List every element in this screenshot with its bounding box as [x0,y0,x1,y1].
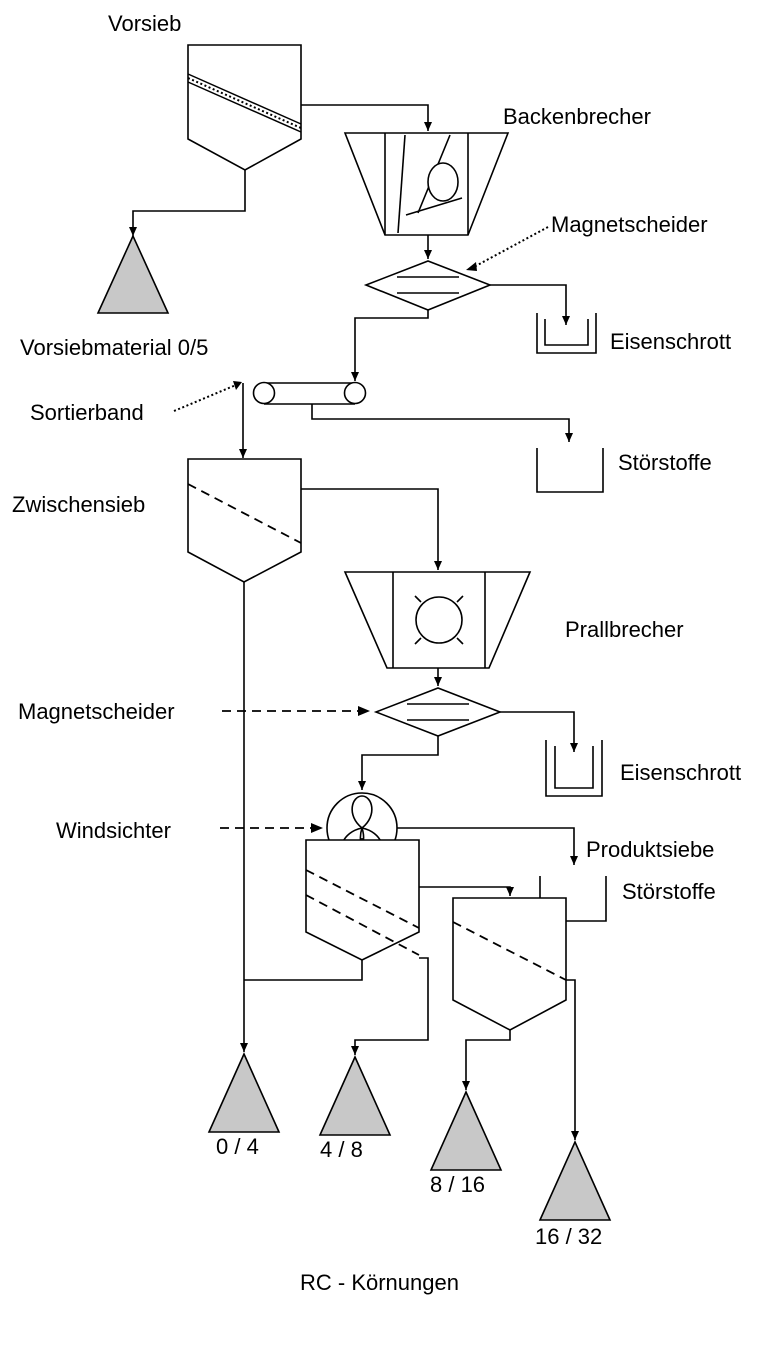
label-product-8-16: 8 / 16 [430,1172,485,1197]
flow-vorsieb-to-backenbrecher [301,104,432,131]
label-stoerstoffe-1: Störstoffe [618,450,712,475]
pile-8-16 [429,1090,503,1171]
vorsieb-screen [187,44,302,171]
label-magnetscheider-2: Magnetscheider [18,699,175,724]
label-stoerstoffe-2: Störstoffe [622,879,716,904]
flow-vorsieb-to-pile [129,170,246,236]
flow-magnet-to-windsichter [358,736,439,790]
eisenschrott-bin-2 [545,740,603,797]
flow-produktsieb-2-to-pile-16-32 [566,979,579,1140]
produktsieb-1-upper-deck [305,869,420,929]
flow-magnet-to-eisenschrott-1 [490,284,570,325]
pointer-magnetscheider-1 [471,226,549,269]
pointer-sortierband [173,384,237,412]
backenbrecher-crusher [343,132,510,236]
pile-vorsiebmaterial [96,234,170,314]
magnetscheider-2 [373,687,503,737]
flow-windsichter-to-stoerstoffe-2 [397,827,578,865]
sortierband-belt [252,381,367,405]
flow-zwischensieb-to-prallbrecher [301,488,442,570]
produktsieb-1-lower-deck [305,894,420,956]
label-eisenschrott-1: Eisenschrott [610,329,731,354]
flow-produktsieb-1-to-2 [419,886,514,896]
label-eisenschrott-2: Eisenschrott [620,760,741,785]
pile-0-4 [207,1052,281,1133]
zwischensieb-screen [187,458,302,583]
label-vorsieb: Vorsieb [108,11,181,36]
produktsieb-2-deck [452,921,567,981]
label-vorsiebmaterial: Vorsiebmaterial 0/5 [20,335,208,360]
flow-magnet-to-eisenschrott-2 [500,711,578,752]
label-magnetscheider-1: Magnetscheider [551,212,708,237]
prallbrecher-crusher [343,571,532,669]
footer-title: RC - Körnungen [300,1270,459,1295]
label-windsichter: Windsichter [56,818,171,843]
flow-produktsieb-1-to-pile-4-8 [351,957,429,1055]
pile-4-8 [318,1055,392,1136]
stoerstoffe-bin-1 [536,448,604,493]
label-prallbrecher: Prallbrecher [565,617,684,642]
label-zwischensieb: Zwischensieb [12,492,145,517]
label-product-0-4: 0 / 4 [216,1134,259,1159]
produktsieb-2-screen [452,897,567,1031]
flow-magnet-to-sortierband [351,310,429,381]
flow-produktsieb-2-to-pile-8-16 [462,1030,511,1090]
label-product-16-32: 16 / 32 [535,1224,602,1249]
label-product-4-8: 4 / 8 [320,1137,363,1162]
eisenschrott-bin-1 [536,313,597,354]
flow-sortierband-to-stoerstoffe-1 [311,404,573,442]
label-produktsiebe: Produktsiebe [586,837,714,862]
flow-produktsieb-1-to-line-0-4 [244,960,363,981]
label-backenbrecher: Backenbrecher [503,104,651,129]
pile-16-32 [538,1140,612,1221]
label-sortierband: Sortierband [30,400,144,425]
